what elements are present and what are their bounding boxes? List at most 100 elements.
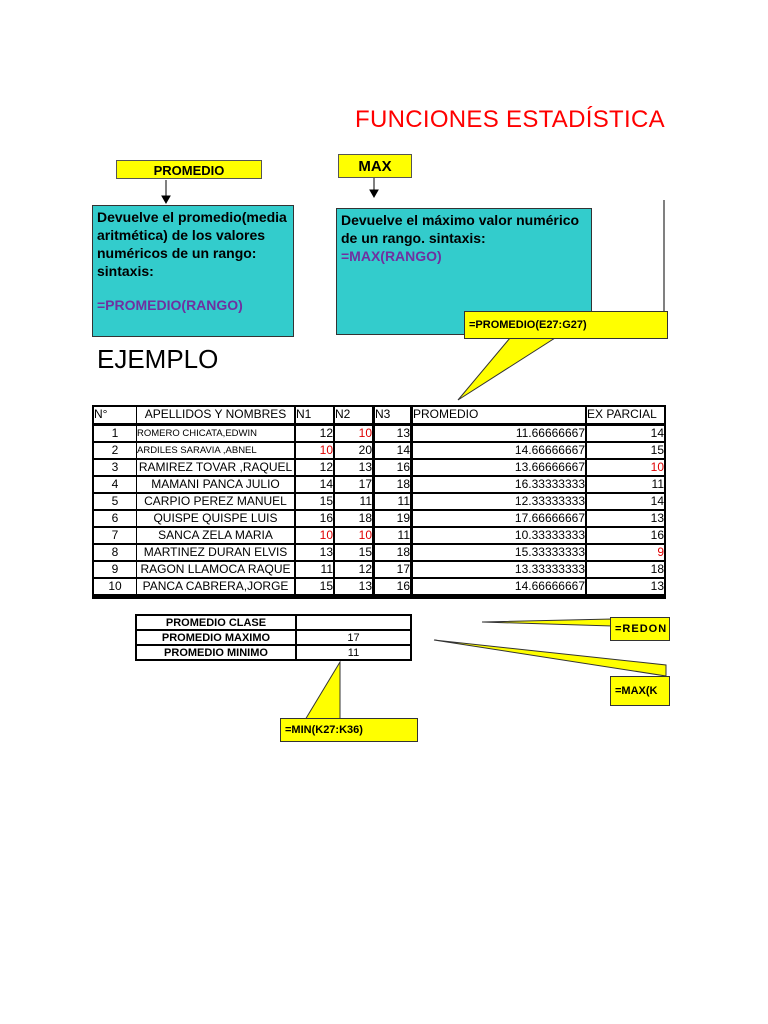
- table-cell: 8: [94, 545, 136, 560]
- table-header-cell: EX PARCIAL: [587, 407, 664, 423]
- table-cell: 10: [94, 579, 136, 594]
- max-description: Devuelve el máximo valor numérico de un …: [341, 212, 580, 246]
- table-header-cell: PROMEDIO: [413, 407, 585, 423]
- table-cell: 13: [587, 579, 664, 594]
- ejemplo-heading: EJEMPLO: [97, 344, 219, 374]
- max-label: MAX: [338, 154, 412, 178]
- table-cell: 1: [94, 426, 136, 441]
- table-cell: 10: [296, 528, 333, 543]
- table-cell: 12: [296, 460, 333, 475]
- table-cell: 9: [94, 562, 136, 577]
- summary-value: 17: [295, 629, 412, 646]
- table-header-cell: N°: [94, 407, 136, 423]
- table-cell: 11: [296, 562, 333, 577]
- table-cell: 11: [375, 494, 410, 509]
- table-cell: 13.33333333: [413, 562, 585, 577]
- table-cell: 16: [587, 528, 664, 543]
- summary-label: PROMEDIO MINIMO: [135, 644, 297, 661]
- table-cell: 14: [587, 494, 664, 509]
- table-cell: 2: [94, 443, 136, 458]
- table-cell: 14: [375, 443, 410, 458]
- table-cell: 16: [296, 511, 333, 526]
- table-cell: 12: [335, 562, 372, 577]
- table-cell: 14: [296, 477, 333, 492]
- page-title: FUNCIONES ESTADÍSTICA: [355, 106, 665, 133]
- max-syntax: =MAX(RANGO): [341, 248, 442, 264]
- promedio-description: Devuelve el promedio(media aritmética) d…: [97, 209, 287, 279]
- callout-pointer-min: [304, 660, 341, 721]
- callout-redondear: =REDON: [610, 617, 670, 641]
- table-cell: 19: [375, 511, 410, 526]
- table-cell: 7: [94, 528, 136, 543]
- callout-pointer-max: [433, 639, 667, 677]
- table-cell: 4: [94, 477, 136, 492]
- table-cell: 11: [587, 477, 664, 492]
- table-cell: 15: [587, 443, 664, 458]
- table-cell: QUISPE QUISPE LUIS: [137, 511, 294, 526]
- table-cell: 5: [94, 494, 136, 509]
- table-cell: ARDILES SARAVIA ,ABNEL: [137, 443, 294, 458]
- table-cell: 14: [587, 426, 664, 441]
- table-header-cell: N1: [296, 407, 333, 423]
- table-cell: 15: [296, 494, 333, 509]
- table-cell: 11.66666667: [413, 426, 585, 441]
- callout-promedio-formula: =PROMEDIO(E27:G27): [464, 311, 668, 339]
- summary-row: PROMEDIO CLASE: [135, 614, 412, 631]
- table-cell: RAGON LLAMOCA RAQUE: [137, 562, 294, 577]
- table-cell: 10.33333333: [413, 528, 585, 543]
- table-cell: 18: [587, 562, 664, 577]
- table-cell: 17: [375, 562, 410, 577]
- table-cell: 12.33333333: [413, 494, 585, 509]
- table-cell: 9: [587, 545, 664, 560]
- table-cell: 11: [375, 528, 410, 543]
- table-cell: MAMANI PANCA JULIO: [137, 477, 294, 492]
- promedio-syntax: =PROMEDIO(RANGO): [97, 297, 243, 313]
- summary-label: PROMEDIO CLASE: [135, 614, 297, 631]
- table-cell: 18: [335, 511, 372, 526]
- table-cell: 11: [335, 494, 372, 509]
- table-cell: 10: [296, 443, 333, 458]
- table-cell: 15: [296, 579, 333, 594]
- table-header-cell: APELLIDOS Y NOMBRES: [137, 407, 294, 423]
- table-cell: 12: [296, 426, 333, 441]
- table-cell: ROMERO CHICATA,EDWIN: [137, 426, 294, 441]
- table-cell: 13: [335, 460, 372, 475]
- promedio-label: PROMEDIO: [116, 160, 262, 179]
- table-cell: PANCA CABRERA,JORGE: [137, 579, 294, 594]
- table-cell: 15: [335, 545, 372, 560]
- table-cell: 13: [335, 579, 372, 594]
- callout-pointer-redondear: [481, 618, 613, 627]
- table-cell: 15.33333333: [413, 545, 585, 560]
- table-cell: 13: [375, 426, 410, 441]
- summary-value: 11: [295, 644, 412, 661]
- callout-max-formula: =MAX(K: [610, 676, 670, 706]
- table-cell: 17: [335, 477, 372, 492]
- table-cell: 10: [335, 426, 372, 441]
- table-cell: CARPIO PEREZ MANUEL: [137, 494, 294, 509]
- callout-pointer-promedio: [457, 337, 557, 401]
- table-cell: MARTINEZ DURAN ELVIS: [137, 545, 294, 560]
- table-cell: 10: [335, 528, 372, 543]
- table-cell: 18: [375, 477, 410, 492]
- table-cell: 14.66666667: [413, 443, 585, 458]
- summary-value: [295, 614, 412, 631]
- table-cell: 13.66666667: [413, 460, 585, 475]
- table-cell: 10: [587, 460, 664, 475]
- promedio-description-box: Devuelve el promedio(media aritmética) d…: [92, 205, 294, 337]
- table-cell: RAMIREZ TOVAR ,RAQUEL: [137, 460, 294, 475]
- table-cell: 16.33333333: [413, 477, 585, 492]
- table-cell: 16: [375, 460, 410, 475]
- table-cell: 6: [94, 511, 136, 526]
- table-cell: 17.66666667: [413, 511, 585, 526]
- table-cell: 16: [375, 579, 410, 594]
- table-cell: SANCA ZELA MARIA: [137, 528, 294, 543]
- table-cell: 20: [335, 443, 372, 458]
- table-cell: 13: [587, 511, 664, 526]
- table-cell: 18: [375, 545, 410, 560]
- callout-min-formula: =MIN(K27:K36): [280, 718, 418, 742]
- table-cell: 14.66666667: [413, 579, 585, 594]
